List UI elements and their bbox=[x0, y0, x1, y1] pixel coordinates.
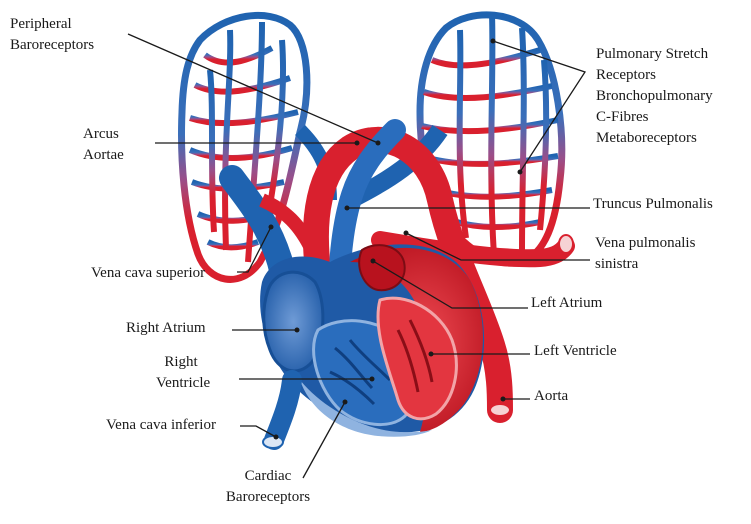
leader-vena-cava-inferior bbox=[240, 425, 277, 438]
vena-pulmonalis-opening bbox=[558, 234, 574, 254]
label-vena-cava-inferior: Vena cava inferior bbox=[106, 417, 216, 433]
label-line: Peripheral bbox=[10, 16, 72, 32]
aorta-opening bbox=[489, 403, 511, 417]
leader-pulmonary bbox=[492, 40, 587, 173]
label-vena-cava-superior: Vena cava superior bbox=[91, 265, 206, 281]
label-pulmonary-receptors: Pulmonary Stretch Receptors Bronchopulmo… bbox=[596, 44, 713, 149]
label-line: Vena pulmonalis bbox=[595, 235, 696, 251]
vena-cava-inferior-opening bbox=[262, 435, 284, 449]
label-right-ventricle: Right Ventricle bbox=[156, 352, 211, 394]
label-line: Arcus bbox=[83, 126, 119, 142]
left-lung-vessels bbox=[178, 11, 311, 283]
label-line: Baroreceptors bbox=[225, 489, 311, 505]
label-line: Ventricle bbox=[156, 375, 211, 391]
label-line: C-Fibres bbox=[596, 109, 649, 125]
label-arcus-aortae: Arcus Aortae bbox=[83, 124, 124, 166]
label-line: Cardiac bbox=[244, 468, 292, 484]
leader-vena-cava-superior bbox=[237, 226, 272, 273]
leader-peripheral bbox=[127, 33, 379, 144]
label-line: sinistra bbox=[595, 256, 639, 272]
label-line: Aortae bbox=[83, 147, 124, 163]
label-left-atrium: Left Atrium bbox=[531, 295, 603, 311]
label-aorta: Aorta bbox=[534, 388, 569, 404]
label-peripheral-baroreceptors: Peripheral Baroreceptors bbox=[10, 14, 94, 56]
leader-cardiac bbox=[302, 401, 346, 479]
label-line: Pulmonary Stretch bbox=[596, 46, 709, 62]
leader-vena-pulmonalis bbox=[405, 232, 590, 261]
label-vena-pulmonalis-sinistra: Vena pulmonalis sinistra bbox=[595, 233, 695, 275]
leader-dots bbox=[268, 38, 523, 440]
leader-lines bbox=[127, 33, 590, 479]
heart bbox=[260, 244, 485, 437]
label-line: Right bbox=[164, 354, 198, 370]
label-line: Metaboreceptors bbox=[596, 130, 697, 146]
label-line: Bronchopulmonary bbox=[596, 88, 713, 104]
label-truncus-pulmonalis: Truncus Pulmonalis bbox=[593, 196, 713, 212]
label-cardiac-baroreceptors: Cardiac Baroreceptors bbox=[208, 466, 328, 508]
label-line: Receptors bbox=[596, 67, 656, 83]
vena-cava-inferior-vessel bbox=[264, 370, 302, 450]
label-right-atrium: Right Atrium bbox=[126, 320, 206, 336]
label-line: Baroreceptors bbox=[10, 37, 95, 53]
aorta-vessel bbox=[302, 126, 513, 423]
leader-left-atrium bbox=[372, 260, 528, 309]
label-left-ventricle: Left Ventricle bbox=[534, 343, 617, 359]
left-arterial-branch bbox=[259, 193, 319, 254]
